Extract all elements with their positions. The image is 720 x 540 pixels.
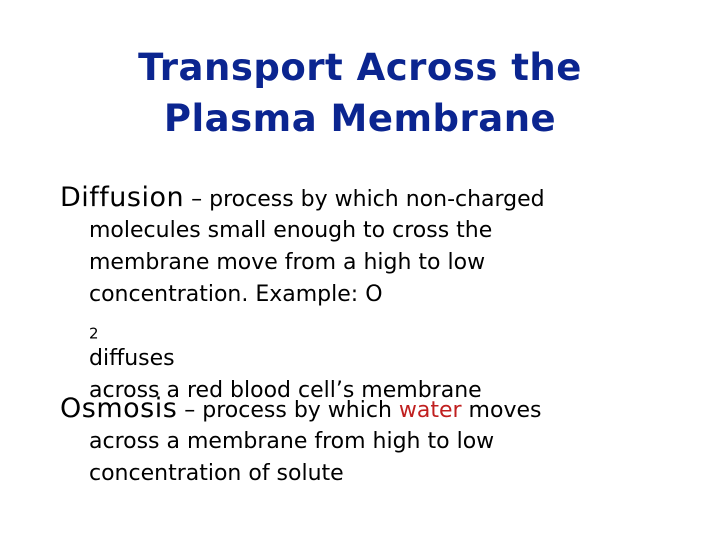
osmosis-first-line: Osmosis – process by which water moves — [60, 394, 700, 426]
osmosis-definition: Osmosis – process by which water moves a… — [60, 394, 700, 490]
osmosis-line-1-end: moves — [461, 398, 542, 423]
oxygen-subscript: 2 — [89, 324, 99, 343]
osmosis-highlight-water: water — [398, 398, 462, 423]
diffusion-definition: Diffusion – process by which non-charged… — [60, 183, 700, 407]
title-line-2: Plasma Membrane — [163, 97, 557, 140]
title-line-1: Transport Across the — [138, 46, 582, 89]
osmosis-term: Osmosis — [60, 393, 178, 424]
slide-title: Transport Across the Plasma Membrane — [0, 42, 720, 144]
diffusion-line-2: molecules small enough to cross the — [89, 218, 493, 243]
diffusion-line-5: across a red blood cell’s membrane — [89, 378, 482, 403]
diffusion-continuation: molecules small enough to cross the memb… — [89, 215, 700, 407]
diffusion-dash: – — [184, 187, 210, 212]
osmosis-dash: – — [177, 398, 203, 423]
diffusion-first-line: Diffusion – process by which non-charged — [60, 183, 700, 215]
osmosis-line-3: concentration of solute — [89, 461, 344, 486]
diffusion-line-4-text: concentration. Example: O — [89, 282, 383, 307]
diffusion-line-3: membrane move from a high to low — [89, 250, 486, 275]
diffusion-line-4-end: diffuses — [89, 346, 175, 371]
osmosis-line-2: across a membrane from high to low — [89, 429, 495, 454]
osmosis-line-1-start: process by which — [202, 398, 399, 423]
diffusion-line-4: concentration. Example: O 2 diffuses — [89, 279, 700, 375]
diffusion-line-1: process by which non-charged — [209, 187, 545, 212]
osmosis-continuation: across a membrane from high to low conce… — [89, 426, 700, 490]
diffusion-term: Diffusion — [60, 182, 185, 213]
